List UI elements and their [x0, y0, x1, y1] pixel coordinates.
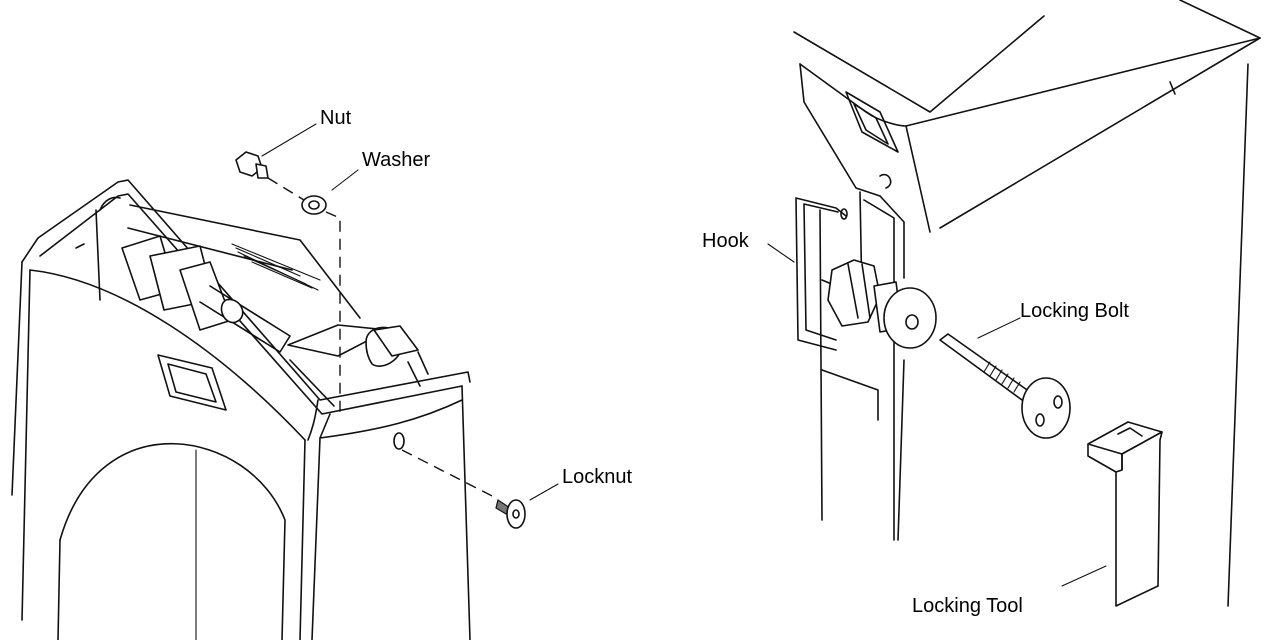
- locknut-label: Locknut: [562, 466, 632, 488]
- lid-assembly: [793, 0, 1261, 607]
- nut-label: Nut: [320, 107, 352, 129]
- nut-leader: [261, 123, 317, 157]
- nut-part: [235, 151, 269, 179]
- locking-tool-leader: [1061, 565, 1107, 587]
- locknut-part: [495, 499, 526, 529]
- hook-label: Hook: [702, 230, 750, 252]
- nut-assembly-axis: [267, 177, 341, 416]
- cistern-assembly: [11, 179, 471, 640]
- locking-tool-part: [1087, 421, 1163, 607]
- locknut-assembly-axis: [401, 449, 497, 499]
- washer-label: Washer: [362, 149, 431, 171]
- washer-part: [301, 195, 327, 215]
- hook-part: [795, 197, 848, 351]
- locking-bolt-label: Locking Bolt: [1020, 300, 1129, 322]
- mounted-knob: [827, 259, 937, 349]
- locknut-leader: [529, 483, 559, 501]
- locking-bolt-part: [939, 333, 1071, 439]
- locking-tool-label: Locking Tool: [912, 595, 1023, 617]
- locking-bolt-leader: [977, 317, 1021, 339]
- washer-leader: [331, 169, 359, 191]
- hook-leader: [767, 243, 795, 263]
